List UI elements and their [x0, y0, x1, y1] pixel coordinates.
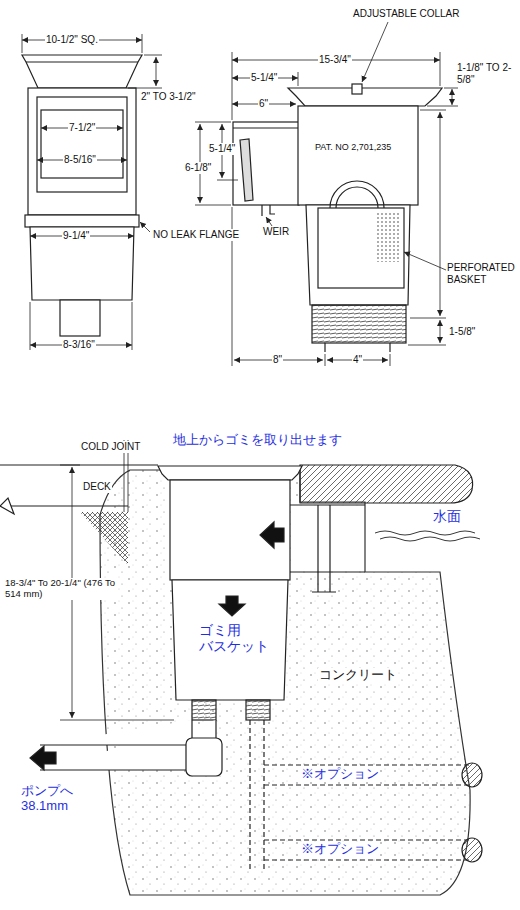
- dimension-label: 8": [272, 354, 283, 366]
- dimension-label: 8-3/16": [62, 339, 96, 351]
- part-label: ADJUSTABLE COLLAR: [352, 8, 461, 20]
- dimension-label: 7-1/2": [68, 122, 96, 134]
- note-label: 地上からゴミを取り出せます: [172, 433, 343, 448]
- note-label: 水面: [432, 508, 462, 524]
- dimension-label: 4": [352, 354, 363, 366]
- dimension-label: 15-3/4": [318, 54, 352, 66]
- dimension-label: 6": [258, 98, 269, 110]
- dimension-label: 1-1/8" TO 2-5/8": [456, 62, 516, 85]
- dimension-label: 5-1/4": [208, 143, 236, 155]
- part-label: DECK: [82, 481, 112, 493]
- note-label: ゴミ用 バスケット: [198, 622, 280, 654]
- part-label: COLD JOINT: [80, 441, 141, 453]
- option-label: ※オプション: [300, 842, 380, 857]
- dimension-label: 9-1/4": [62, 230, 90, 242]
- dimension-label: 6-1/8": [184, 162, 212, 174]
- option-label: ※オプション: [300, 767, 380, 782]
- dimension-label: 2" TO 3-1/2": [140, 91, 197, 103]
- material-label: コンクリート: [318, 668, 398, 683]
- part-label: NO LEAK FLANGE: [152, 229, 240, 241]
- dimension-label: 8-5/16": [63, 154, 97, 166]
- patent-label: PAT. NO 2,701,235: [314, 142, 392, 152]
- dimension-label: 10-1/2" SQ.: [45, 34, 99, 46]
- part-label: PERFORATED BASKET: [446, 262, 516, 285]
- dimension-label: 5-1/4": [250, 72, 278, 84]
- note-label: ポンプへ 38.1mm: [20, 784, 92, 814]
- part-label: WEIR: [262, 226, 290, 238]
- dimension-label: 18-3/4" To 20-1/4" (476 To 514 mm): [4, 578, 118, 600]
- dimension-label: 1-5/8": [448, 326, 476, 338]
